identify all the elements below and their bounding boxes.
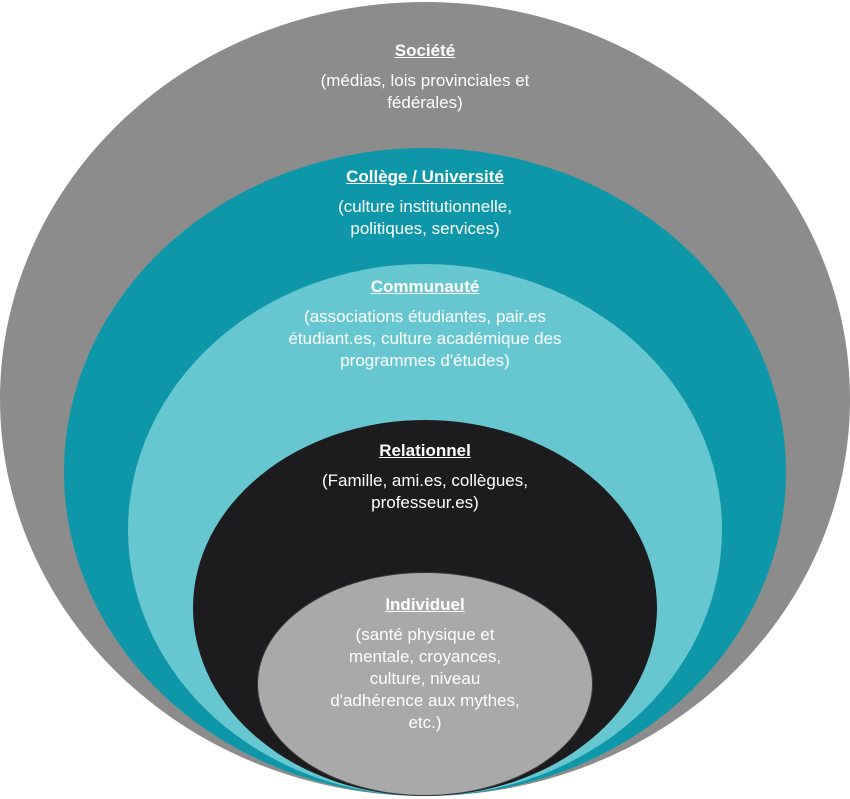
level-societe-title: Société <box>394 41 456 60</box>
ellipse-individuel <box>257 572 593 796</box>
level-communaute-title: Communauté <box>370 277 480 296</box>
level-communaute: Communauté (associations étudiantes, pai… <box>0 276 850 372</box>
level-relationnel-title: Relationnel <box>379 441 471 460</box>
level-relationnel-description: (Famille, ami.es, collègues, professeur.… <box>322 471 528 512</box>
level-college: Collège / Université (culture institutio… <box>0 166 850 240</box>
level-college-title: Collège / Université <box>346 167 504 186</box>
level-societe: Société (médias, lois provinciales et fé… <box>0 40 850 114</box>
level-communaute-description: (associations étudiantes, pair.es étudia… <box>288 307 562 370</box>
level-college-description: (culture institutionnelle, politiques, s… <box>338 197 512 238</box>
level-individuel-description: (santé physique et mentale, croyances, c… <box>330 625 520 732</box>
level-individuel: Individuel (santé physique et mentale, c… <box>0 594 850 734</box>
level-relationnel: Relationnel (Famille, ami.es, collègues,… <box>0 440 850 514</box>
level-individuel-title: Individuel <box>385 595 465 614</box>
level-societe-description: (médias, lois provinciales et fédérales) <box>320 71 530 112</box>
